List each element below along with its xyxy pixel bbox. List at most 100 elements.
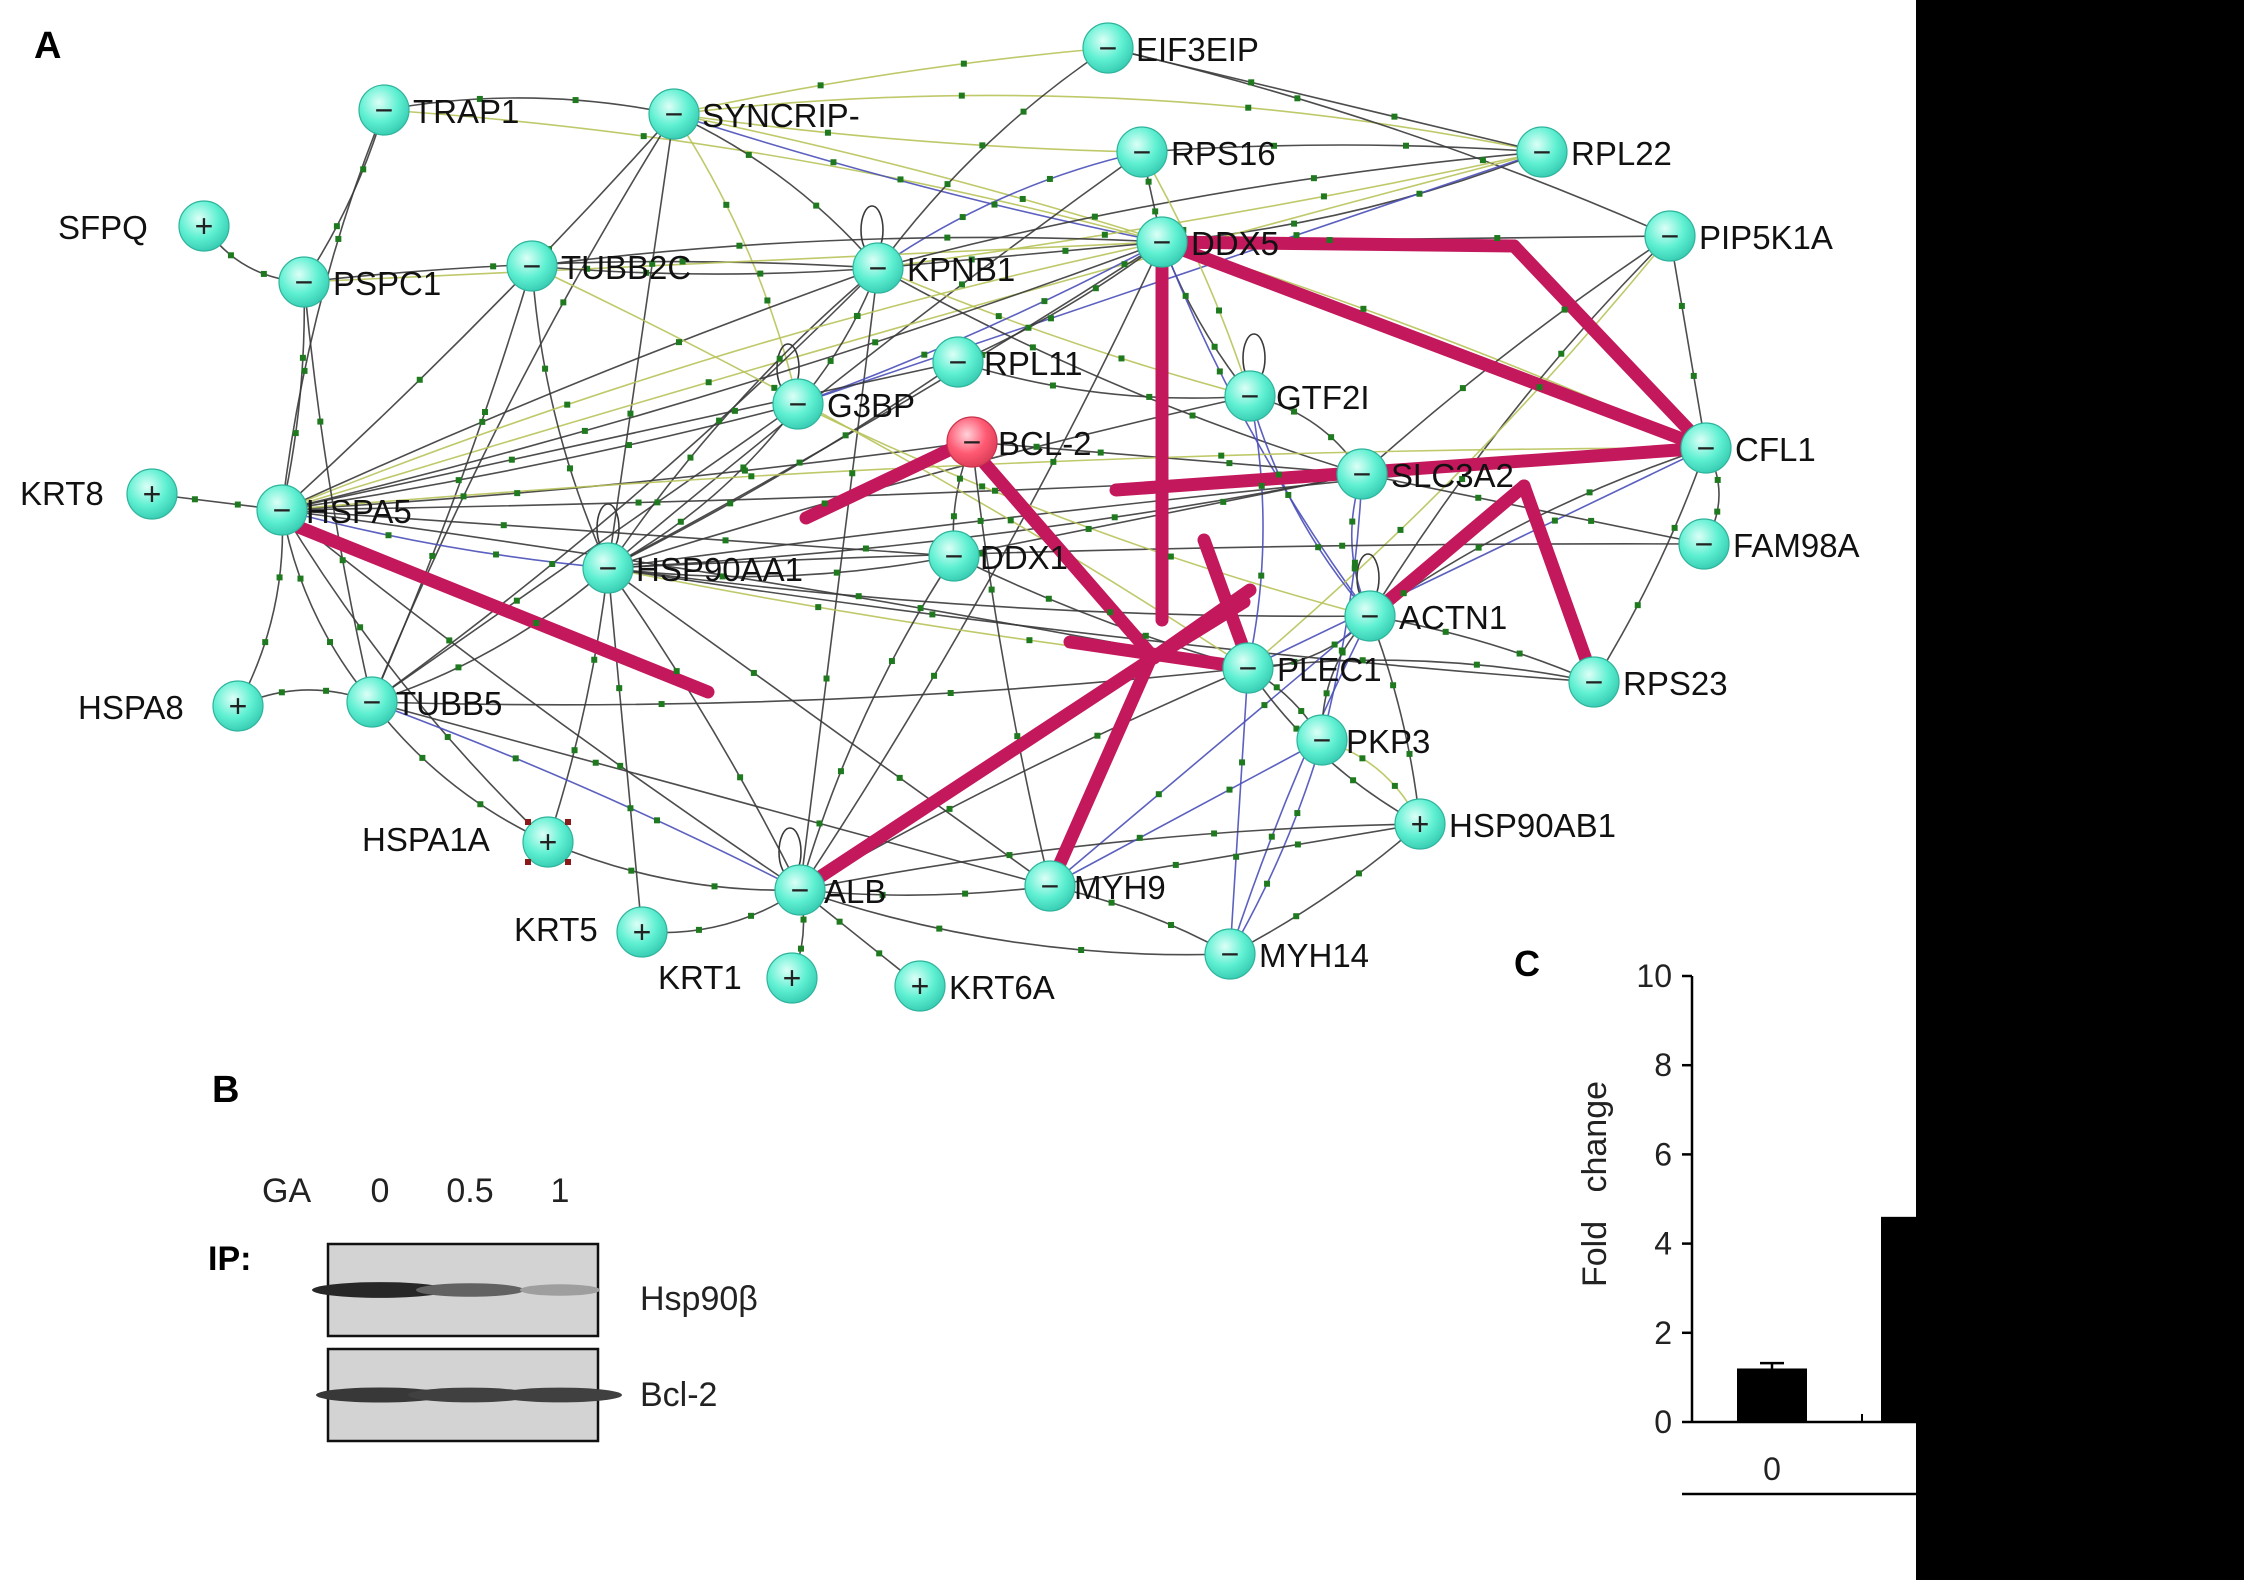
junction-dot <box>836 918 843 925</box>
junction-dot <box>1291 658 1298 665</box>
junction-dot <box>323 687 330 694</box>
junction-dot <box>947 690 954 697</box>
edge-kpnb1-slc3a2 <box>877 267 1363 475</box>
junction-dot <box>837 768 844 775</box>
junction-dot <box>1218 452 1225 459</box>
network-nodes: −EIF3EIP−TRAP1−SYNCRIP-−RPS16−RPL22+SFPQ… <box>20 22 1860 1012</box>
node-pkp3: −PKP3 <box>1296 714 1430 766</box>
node-label: PKP3 <box>1346 723 1430 760</box>
junction-dot <box>566 465 573 472</box>
node-sign: − <box>1239 650 1258 686</box>
edge-hsp90aa1-actn1 <box>607 567 1371 618</box>
junction-dot <box>944 181 951 188</box>
node-label: DDX1 <box>980 539 1068 576</box>
junction-dot <box>1006 852 1013 859</box>
junction-dot <box>278 689 285 696</box>
node-sign: − <box>273 492 292 528</box>
node-circle <box>1204 928 1256 980</box>
junction-dot <box>813 202 820 209</box>
junction-dot <box>977 517 984 524</box>
node-sign: − <box>1099 30 1118 66</box>
junction-dot <box>1146 393 1153 400</box>
edge-hsp90aa1-myh9 <box>607 567 1051 887</box>
edge-pspc1-kpnb1 <box>303 260 879 283</box>
junction-dot <box>956 475 963 482</box>
junction-dot <box>542 365 549 372</box>
junction-dot <box>1041 298 1048 305</box>
edge-trap1-pspc1 <box>303 109 385 283</box>
edge-tubb2c-ddx5 <box>531 236 1163 267</box>
junction-dot <box>677 518 684 525</box>
node-sign: + <box>143 476 162 512</box>
edge-rpl22-kpnb1 <box>877 151 1543 269</box>
y-tick-label: 2 <box>1654 1315 1672 1351</box>
junction-dot <box>1108 899 1115 906</box>
bar-0 <box>1737 1368 1807 1422</box>
junction-dot <box>508 456 515 463</box>
junction-dot <box>962 890 969 897</box>
junction-dot <box>260 270 267 277</box>
selection-marker <box>525 819 531 825</box>
edge-hsp90aa1-krt5 <box>607 567 643 933</box>
node-hspa1a: +HSPA1A <box>362 816 574 868</box>
junction-dot <box>592 759 599 766</box>
junction-dot <box>617 762 624 769</box>
node-circle <box>1516 126 1568 178</box>
edge-hsp90ab1-alb <box>799 823 1421 891</box>
blot-bands <box>312 1282 622 1403</box>
junction-dot <box>1588 517 1595 524</box>
junction-dot <box>1551 517 1558 524</box>
dose-label-0: 0 <box>371 1172 390 1210</box>
edge-plec1-myh14 <box>1229 667 1249 955</box>
edge-plec1-alb <box>799 667 1249 891</box>
junction-dot <box>455 477 462 484</box>
edge-kpnb1-hspa5 <box>281 267 879 511</box>
junction-dot <box>564 401 571 408</box>
junction-dot <box>1167 553 1174 560</box>
junction-dot <box>958 92 965 99</box>
junction-dot <box>654 499 661 506</box>
node-label: TUBB5 <box>396 685 502 722</box>
node-sign: − <box>1361 598 1380 634</box>
edge-hsp90ab1-actn1 <box>1369 615 1421 825</box>
node-sign: − <box>1695 526 1714 562</box>
edge-hspa5-tubb5 <box>281 509 373 703</box>
junction-dot <box>855 593 862 600</box>
junction-dot <box>234 501 241 508</box>
node-circle <box>1136 216 1188 268</box>
edge-slc3a2-hsp90aa1 <box>607 473 1363 569</box>
junction-dot <box>1360 305 1367 312</box>
junction-dot <box>572 97 579 104</box>
junction-dot <box>815 604 822 611</box>
node-label: RPS23 <box>1623 665 1728 702</box>
node-circle <box>522 816 574 868</box>
junction-dot <box>640 133 647 140</box>
junction-dot <box>533 619 540 626</box>
junction-dot <box>1403 142 1409 149</box>
node-label: RPL22 <box>1571 135 1672 172</box>
node-myh9: −MYH9 <box>1024 860 1166 912</box>
edge-alb-myh14 <box>799 889 1231 956</box>
junction-dot <box>731 407 738 414</box>
edge-tubb2c-plec1 <box>531 265 1249 669</box>
junction-dot <box>736 242 743 249</box>
junction-dot <box>1397 526 1404 533</box>
junction-dot <box>1298 708 1305 715</box>
junction-dot <box>959 214 966 221</box>
edge-bcl2-myh9 <box>971 441 1051 887</box>
junction-dot <box>1690 372 1697 379</box>
node-sign: − <box>1133 134 1152 170</box>
junction-dot <box>1226 786 1233 793</box>
junction-dot <box>385 532 392 539</box>
junction-dot <box>816 820 823 827</box>
node-circle <box>1082 22 1134 74</box>
junction-dot <box>627 410 634 417</box>
edge-alb-myh9 <box>799 885 1051 896</box>
node-rps23: −RPS23 <box>1568 656 1728 708</box>
junction-dot <box>581 427 588 434</box>
node-label: GTF2I <box>1276 379 1370 416</box>
junction-dot <box>719 573 726 580</box>
junction-dot <box>1020 108 1027 115</box>
junction-dot <box>335 235 342 242</box>
junction-dot <box>921 351 928 358</box>
